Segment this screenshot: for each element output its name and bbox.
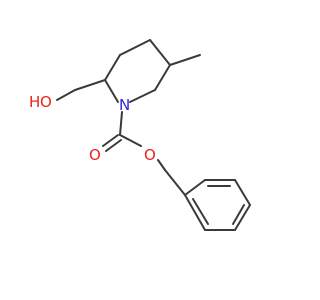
bond-c5-c6 bbox=[154, 64, 171, 91]
bond-ph-1 bbox=[184, 194, 206, 231]
hydroxyl-o-label: O bbox=[40, 93, 52, 111]
bond-c2-ch2 bbox=[74, 79, 106, 91]
bond-n-c2 bbox=[104, 79, 119, 103]
bond-c-ester-o bbox=[119, 134, 142, 147]
bond-n-carbonyl-c bbox=[119, 111, 123, 136]
bond-carbonyl-double-2 bbox=[105, 139, 122, 152]
hydroxyl-h-label: H bbox=[29, 93, 40, 111]
bond-carbonyl-double-1 bbox=[102, 134, 119, 147]
bond-ph-double-2 bbox=[232, 204, 245, 225]
bond-c6-n bbox=[129, 89, 156, 103]
bond-c2-c3 bbox=[104, 54, 121, 81]
structure-canvas: H O N O O bbox=[29, 39, 251, 231]
bond-c3-c4 bbox=[119, 39, 151, 56]
bond-ch2-o bbox=[56, 89, 76, 101]
ring-nitrogen-label: N bbox=[119, 96, 130, 114]
bond-ch2-phenyl bbox=[164, 169, 186, 196]
bond-c5-methyl bbox=[169, 54, 201, 66]
carbonyl-oxygen-label: O bbox=[89, 146, 101, 164]
molecule-drawing: H O N O O bbox=[29, 39, 251, 231]
bond-c4-c5 bbox=[149, 39, 171, 66]
bond-ph-4 bbox=[234, 179, 251, 206]
bond-ph-3 bbox=[234, 204, 251, 231]
bond-ph-6 bbox=[184, 179, 206, 196]
bond-ph-double-1 bbox=[192, 198, 209, 225]
bond-ester-o-ch2 bbox=[157, 159, 166, 171]
ester-oxygen-label: O bbox=[144, 146, 156, 164]
